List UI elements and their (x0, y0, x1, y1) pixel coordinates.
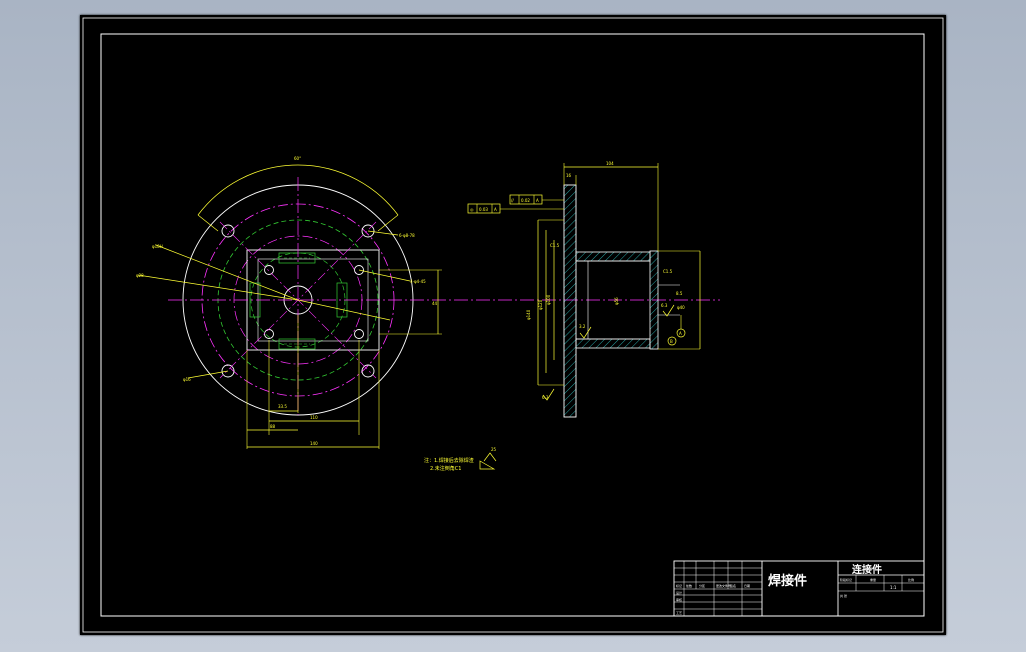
plate-hole (354, 329, 364, 339)
angle-ext-line (197, 214, 219, 232)
plate-hole (354, 265, 364, 275)
svg-text:共 张: 共 张 (840, 593, 847, 598)
section-hub-bottom (575, 338, 651, 349)
drawing-name: 焊接件 (768, 573, 807, 589)
bore-dia: φ40 (677, 305, 685, 310)
svg-text:B: B (670, 339, 673, 344)
roughness-symbol (479, 460, 496, 470)
svg-text:A: A (679, 331, 682, 336)
svg-text:比例: 比例 (908, 577, 914, 582)
bolt-hole (361, 364, 375, 378)
title-block: 标记 设计 审核 工艺 处数 分区 更改文件号 签名 日期 焊接件 连接件 阶段… (673, 560, 925, 617)
svg-text:审核: 审核 (676, 597, 682, 602)
angle-dim-text: 60° (294, 156, 301, 161)
svg-text:6.3: 6.3 (661, 303, 668, 308)
outer-frame (82, 17, 944, 633)
dia-left-2: φ120 (538, 299, 543, 310)
bottom-dim-4: 140 (310, 441, 318, 446)
note-line-2: 2.未注倒角C1 (430, 465, 461, 472)
tolerance-frame-1: ◎ 0.03 A (467, 203, 564, 214)
left-dim-2: φ28 (136, 273, 144, 278)
bolt-hole (221, 224, 235, 238)
front-view: 60° φ18H φ28 φ16 6-φ8-78 4-φ4-45 44 33.5… (136, 156, 720, 449)
svg-text:6.3: 6.3 (542, 395, 549, 400)
bottom-dim-1: 33.5 (278, 404, 287, 409)
drawing-sheet: 60° φ18H φ28 φ16 6-φ8-78 4-φ4-45 44 33.5… (80, 15, 946, 635)
part-name: 连接件 (852, 563, 882, 576)
angle-dim-arc (197, 164, 399, 216)
bolt-hole (361, 224, 375, 238)
svg-text:0.02: 0.02 (521, 198, 530, 203)
svg-text:A: A (494, 207, 497, 212)
svg-text:处数: 处数 (686, 583, 692, 588)
plate-hole (264, 265, 274, 275)
roughness-check (483, 452, 497, 462)
svg-text:◎: ◎ (470, 207, 474, 212)
datum-a: A (676, 315, 686, 338)
dia-left-3: φ100 (546, 294, 551, 305)
dia-left-1: φ140 (526, 309, 531, 320)
svg-text://: // (511, 198, 514, 203)
top-dim-text: 104 (606, 161, 614, 166)
roughness-mark-1: 3.2 (579, 324, 592, 339)
angle-ext-line (377, 214, 399, 232)
pcd-dim-text: 6-φ8-78 (399, 233, 415, 238)
roughness-mark-2: 6.3 (661, 303, 675, 317)
svg-text:更改文件号: 更改文件号 (716, 583, 731, 588)
right-height-dim: 44 (432, 301, 438, 306)
svg-text:签名: 签名 (730, 583, 736, 588)
leader-line (187, 370, 229, 379)
datum-b: B (667, 336, 677, 346)
bottom-dim-3: 88 (270, 424, 276, 429)
svg-text:标记: 标记 (676, 583, 682, 588)
depth-text: 8.5 (676, 291, 683, 296)
leader-line (155, 244, 299, 301)
svg-text:A: A (536, 198, 539, 203)
technical-notes: 注：1.焊接后去除焊渣 2.未注倒角C1 25 (424, 447, 497, 472)
svg-text:设计: 设计 (676, 590, 682, 595)
svg-text:分区: 分区 (699, 583, 705, 588)
svg-text:3.2: 3.2 (579, 324, 586, 329)
note-line-1: 注：1.焊接后去除焊渣 (424, 457, 474, 464)
chamfer-1: C1.5 (550, 243, 560, 248)
svg-text:日期: 日期 (744, 583, 750, 588)
right-dim-text: 4-φ4-45 (410, 279, 426, 284)
svg-text:工艺: 工艺 (676, 610, 682, 615)
slot-top (278, 252, 316, 264)
svg-text:重量: 重量 (870, 577, 876, 582)
plate-hole (264, 329, 274, 339)
inner-frame (100, 33, 925, 617)
bolt-hole (221, 364, 235, 378)
roughness-mark-3: 6.3 (542, 388, 555, 401)
lower-left-dim: φ16 (183, 377, 191, 382)
section-flange (563, 184, 577, 418)
leader-line (137, 274, 299, 301)
svg-text:阶段标记: 阶段标记 (840, 577, 852, 582)
chamfer-2: C1.5 (663, 269, 673, 274)
cad-drawing: 60° φ18H φ28 φ16 6-φ8-78 4-φ4-45 44 33.5… (82, 17, 944, 633)
side-view: 104 16 ◎ 0.03 A // 0.02 A φ140 φ120 (467, 161, 701, 418)
slot-bottom (278, 338, 316, 350)
section-hub-top (575, 251, 651, 262)
tolerance-frame-2: // 0.02 A (509, 194, 564, 205)
svg-text:0.03: 0.03 (479, 207, 488, 212)
leader-line (297, 299, 391, 321)
section-end-plate (649, 250, 659, 350)
inner-dia: φ56 (614, 297, 619, 305)
svg-text:1:1: 1:1 (890, 585, 897, 590)
notes-roughness: 25 (491, 447, 497, 452)
flange-thk-text: 16 (566, 173, 572, 178)
left-dim-1: φ18H (152, 244, 163, 249)
leader-line (367, 230, 399, 236)
bottom-dim-2: 110 (310, 415, 318, 420)
leader-line (358, 269, 411, 282)
